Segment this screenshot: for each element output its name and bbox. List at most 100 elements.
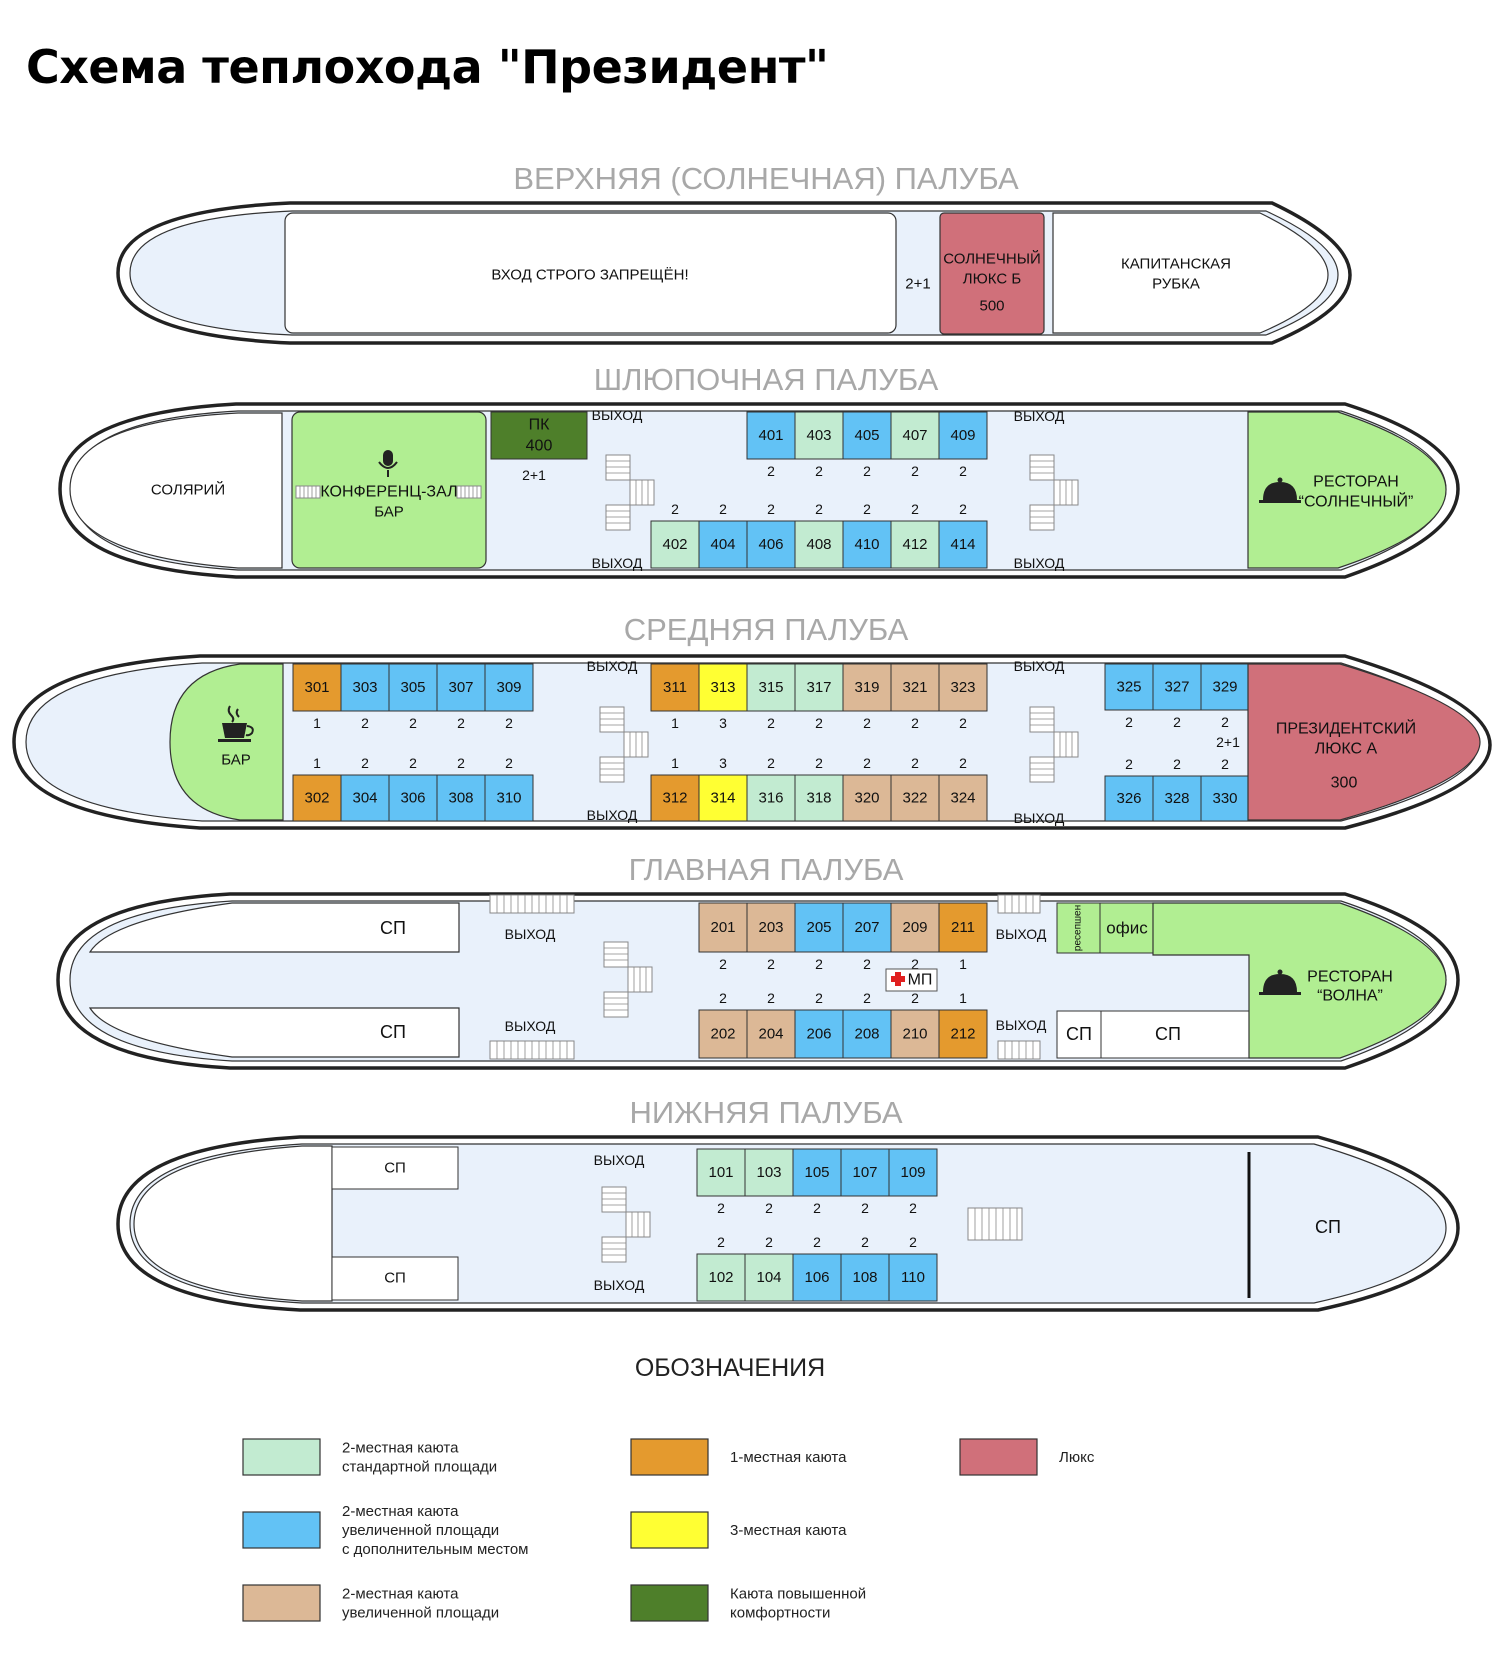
conference-hall[interactable] bbox=[291, 411, 487, 569]
cabin-323[interactable] bbox=[938, 663, 988, 712]
cabin-capacity: 2 bbox=[815, 715, 823, 731]
reception[interactable] bbox=[1056, 902, 1101, 954]
cabin-406[interactable] bbox=[746, 520, 796, 569]
cabin-number: 401 bbox=[758, 427, 783, 444]
restaurant-solnechny[interactable] bbox=[1247, 411, 1447, 569]
cabin-325[interactable] bbox=[1104, 663, 1154, 711]
cabin-number: 402 bbox=[662, 536, 687, 553]
red-cross-icon bbox=[891, 972, 905, 986]
cabin-204[interactable] bbox=[746, 1009, 796, 1059]
cabin-208[interactable] bbox=[842, 1009, 892, 1059]
cabin-327[interactable] bbox=[1152, 663, 1202, 711]
cabin-314[interactable] bbox=[698, 774, 748, 822]
lower-exit-1[interactable]: ВЫХОД bbox=[594, 1152, 645, 1168]
microphone-icon bbox=[378, 450, 398, 477]
cabin-317[interactable] bbox=[794, 663, 844, 712]
cabin-110[interactable] bbox=[888, 1253, 938, 1302]
cabin-312[interactable] bbox=[650, 774, 700, 822]
cabin-308[interactable] bbox=[436, 774, 486, 822]
cabin-404[interactable] bbox=[698, 520, 748, 569]
cabin-capacity: 2 bbox=[1221, 756, 1229, 772]
cabin-210[interactable] bbox=[890, 1009, 940, 1059]
office[interactable] bbox=[1099, 902, 1154, 954]
cabin-211[interactable] bbox=[938, 902, 988, 953]
cabin-102[interactable] bbox=[696, 1253, 746, 1302]
cabin-capacity: 1 bbox=[671, 715, 679, 731]
cabin-303[interactable] bbox=[340, 663, 390, 712]
cabin-311[interactable] bbox=[650, 663, 700, 712]
president-suite-label-2: ЛЮКС А bbox=[1315, 741, 1378, 758]
boat-exit-2[interactable]: ВЫХОД bbox=[592, 555, 643, 571]
cabin-capacity: 2 bbox=[767, 501, 775, 517]
lower-service-room-top bbox=[331, 1146, 459, 1190]
middle-exit-1[interactable]: ВЫХОД bbox=[587, 658, 638, 674]
boat-exit-4[interactable]: ВЫХОД bbox=[1014, 555, 1065, 571]
cabin-207[interactable] bbox=[842, 902, 892, 953]
cabin-108[interactable] bbox=[840, 1253, 890, 1302]
cabin-328[interactable] bbox=[1152, 775, 1202, 822]
restaurant-volna[interactable] bbox=[1152, 902, 1447, 1059]
cabin-capacity: 2 bbox=[959, 715, 967, 731]
main-exit-4[interactable]: ВЫХОД bbox=[996, 1017, 1047, 1033]
cabin-209[interactable] bbox=[890, 902, 940, 953]
sun-suite-b[interactable] bbox=[939, 212, 1045, 335]
cabin-107[interactable] bbox=[840, 1148, 890, 1197]
lower-exit-2[interactable]: ВЫХОД bbox=[594, 1277, 645, 1293]
cabin-402[interactable] bbox=[650, 520, 700, 569]
cabin-101[interactable] bbox=[696, 1148, 746, 1197]
president-suite-a[interactable] bbox=[1247, 663, 1481, 821]
boat-exit-1[interactable]: ВЫХОД bbox=[592, 407, 643, 423]
cabin-301[interactable] bbox=[292, 663, 342, 712]
cabin-315[interactable] bbox=[746, 663, 796, 712]
middle-exit-3[interactable]: ВЫХОД bbox=[1014, 658, 1065, 674]
cabin-410[interactable] bbox=[842, 520, 892, 569]
cabin-202[interactable] bbox=[698, 1009, 748, 1059]
comfort-cabin-400[interactable] bbox=[490, 411, 588, 460]
main-exit-3[interactable]: ВЫХОД bbox=[996, 926, 1047, 942]
cabin-number: 301 bbox=[304, 679, 329, 696]
cabin-105[interactable] bbox=[792, 1148, 842, 1197]
cabin-capacity: 2 bbox=[409, 715, 417, 731]
cabin-324[interactable] bbox=[938, 774, 988, 822]
cabin-103[interactable] bbox=[744, 1148, 794, 1197]
cabin-212[interactable] bbox=[938, 1009, 988, 1059]
cabin-capacity: 2 bbox=[361, 715, 369, 731]
lower-fwd-service-label: СП bbox=[1315, 1217, 1341, 1237]
cabin-316[interactable] bbox=[746, 774, 796, 822]
cabin-405[interactable] bbox=[842, 411, 892, 460]
cabin-number: 321 bbox=[902, 679, 927, 696]
cabin-409[interactable] bbox=[938, 411, 988, 460]
cabin-capacity: 2 bbox=[767, 463, 775, 479]
cabin-414[interactable] bbox=[938, 520, 988, 569]
cabin-capacity: 2 bbox=[767, 715, 775, 731]
cabin-310[interactable] bbox=[484, 774, 534, 822]
cabin-203[interactable] bbox=[746, 902, 796, 953]
middle-exit-4[interactable]: ВЫХОД bbox=[1014, 810, 1065, 826]
president-suite-capacity: 2+1 bbox=[1216, 734, 1240, 750]
cabin-326[interactable] bbox=[1104, 775, 1154, 822]
main-exit-1[interactable]: ВЫХОД bbox=[505, 926, 556, 942]
cabin-408[interactable] bbox=[794, 520, 844, 569]
cabin-318[interactable] bbox=[794, 774, 844, 822]
cabin-302[interactable] bbox=[292, 774, 342, 822]
cabin-109[interactable] bbox=[888, 1148, 938, 1197]
cabin-403[interactable] bbox=[794, 411, 844, 460]
cabin-number: 201 bbox=[710, 919, 735, 936]
boat-exit-3[interactable]: ВЫХОД bbox=[1014, 408, 1065, 424]
cabin-309[interactable] bbox=[484, 663, 534, 712]
sun-suite-b-number: 500 bbox=[979, 298, 1004, 315]
main-exit-2[interactable]: ВЫХОД bbox=[505, 1018, 556, 1034]
cabin-305[interactable] bbox=[388, 663, 438, 712]
cabin-104[interactable] bbox=[744, 1253, 794, 1302]
cabin-319[interactable] bbox=[842, 663, 892, 712]
cabin-322[interactable] bbox=[890, 774, 940, 822]
cabin-321[interactable] bbox=[890, 663, 940, 712]
cabin-329[interactable] bbox=[1200, 663, 1250, 711]
cabin-407[interactable] bbox=[890, 411, 940, 460]
middle-exit-2[interactable]: ВЫХОД bbox=[587, 807, 638, 823]
cabin-401[interactable] bbox=[746, 411, 796, 460]
